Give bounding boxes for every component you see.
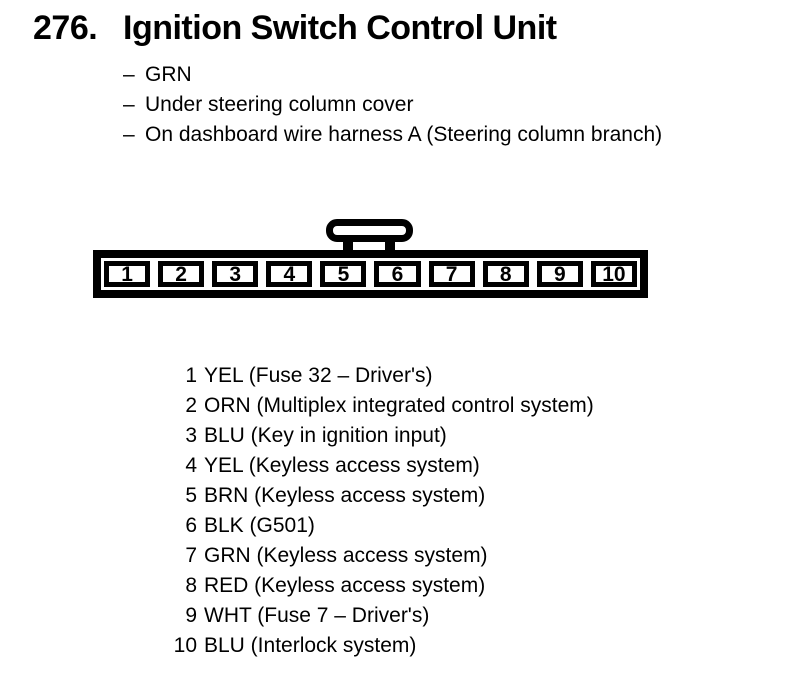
pin-assignment-list: 1 YEL (Fuse 32 – Driver's) 2 ORN (Multip… xyxy=(0,361,594,661)
connector-pin-cell: 7 xyxy=(428,261,475,287)
pin-number: 10 xyxy=(173,634,197,657)
connector-pin-cell: 1 xyxy=(104,261,151,287)
connector-pin-cell: 6 xyxy=(374,261,421,287)
connector-lock-tab-icon xyxy=(326,219,413,242)
pin-description: BLK (G501) xyxy=(204,514,315,537)
pin-row: 8 RED (Keyless access system) xyxy=(0,571,594,601)
pin-row: 1 YEL (Fuse 32 – Driver's) xyxy=(0,361,594,391)
pin-number: 6 xyxy=(185,514,197,537)
connector-lock-tab-leg-icon xyxy=(385,240,395,252)
pin-number: 7 xyxy=(185,544,197,567)
connector-body: 1 2 3 4 5 6 7 8 9 10 xyxy=(93,250,648,298)
pin-number: 5 xyxy=(185,484,197,507)
connector-lock-tab-leg-icon xyxy=(343,240,353,252)
connector-pin-cell: 10 xyxy=(590,261,637,287)
note-dash: – xyxy=(123,123,135,146)
pin-row: 9 WHT (Fuse 7 – Driver's) xyxy=(0,601,594,631)
pin-description: BRN (Keyless access system) xyxy=(204,484,486,507)
pin-number: 3 xyxy=(185,424,197,447)
pin-number: 2 xyxy=(185,394,197,417)
pin-description: BLU (Key in ignition input) xyxy=(204,424,447,447)
note-row: – On dashboard wire harness A (Steering … xyxy=(123,120,662,150)
pin-row: 2 ORN (Multiplex integrated control syst… xyxy=(0,391,594,421)
component-notes: – GRN – Under steering column cover – On… xyxy=(123,60,662,150)
pin-row: 3 BLU (Key in ignition input) xyxy=(0,421,594,451)
note-text: GRN xyxy=(145,63,192,86)
pin-description: GRN (Keyless access system) xyxy=(204,544,488,567)
connector-pin-cell: 8 xyxy=(482,261,529,287)
note-text: Under steering column cover xyxy=(145,93,414,116)
page-heading: 276. Ignition Switch Control Unit xyxy=(33,8,557,48)
pin-description: YEL (Keyless access system) xyxy=(204,454,480,477)
connector-pin-cell: 5 xyxy=(320,261,367,287)
pin-row: 6 BLK (G501) xyxy=(0,511,594,541)
connector-pin-cell: 3 xyxy=(212,261,259,287)
connector-pin-cell: 9 xyxy=(536,261,583,287)
pin-row: 5 BRN (Keyless access system) xyxy=(0,481,594,511)
pin-description: YEL (Fuse 32 – Driver's) xyxy=(204,364,433,387)
pin-row: 4 YEL (Keyless access system) xyxy=(0,451,594,481)
connector-pin-cell: 2 xyxy=(158,261,205,287)
note-row: – Under steering column cover xyxy=(123,90,662,120)
note-text: On dashboard wire harness A (Steering co… xyxy=(145,123,663,146)
pin-description: ORN (Multiplex integrated control system… xyxy=(204,394,594,417)
pin-number: 9 xyxy=(185,604,197,627)
pin-row: 10 BLU (Interlock system) xyxy=(0,631,594,661)
connector-pin-cell: 4 xyxy=(266,261,313,287)
pin-description: RED (Keyless access system) xyxy=(204,574,486,597)
pin-number: 1 xyxy=(185,364,197,387)
note-row: – GRN xyxy=(123,60,662,90)
note-dash: – xyxy=(123,63,135,86)
page-title: Ignition Switch Control Unit xyxy=(123,9,557,47)
heading-number: 276. xyxy=(33,9,98,47)
note-dash: – xyxy=(123,93,135,116)
pin-number: 8 xyxy=(185,574,197,597)
pin-row: 7 GRN (Keyless access system) xyxy=(0,541,594,571)
pin-number: 4 xyxy=(185,454,197,477)
pin-description: WHT (Fuse 7 – Driver's) xyxy=(204,604,430,627)
pin-description: BLU (Interlock system) xyxy=(204,634,417,657)
